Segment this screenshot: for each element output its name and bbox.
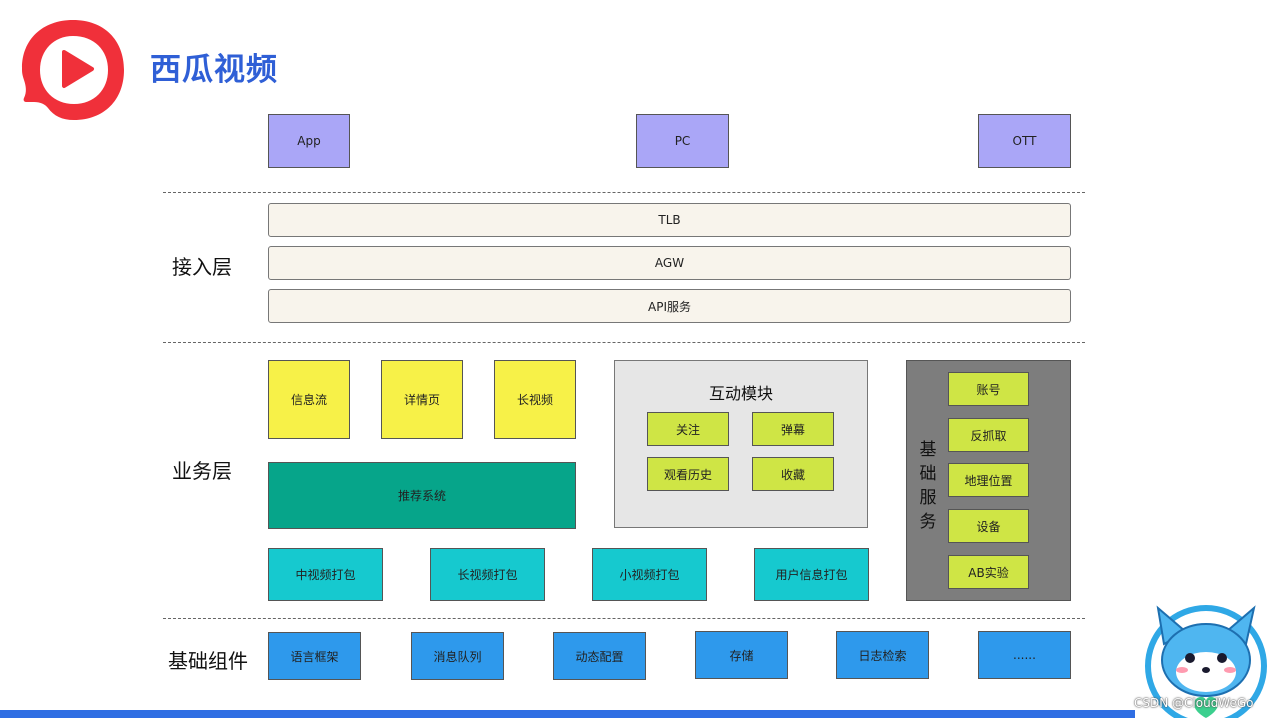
danmaku-box: 弹幕: [752, 412, 834, 446]
client-pc-box: PC: [636, 114, 729, 168]
message-queue-box: 消息队列: [411, 632, 504, 680]
agw-box: AGW: [268, 246, 1071, 280]
follow-box: 关注: [647, 412, 729, 446]
short-video-pack-box: 小视频打包: [592, 548, 707, 601]
bottom-accent-bar: [0, 710, 1135, 718]
client-app-box: App: [268, 114, 350, 168]
business-layer-label: 业务层: [172, 459, 232, 483]
account-box: 账号: [948, 372, 1029, 406]
user-info-pack-box: 用户信息打包: [754, 548, 869, 601]
device-box: 设备: [948, 509, 1029, 543]
xigua-logo-icon: [22, 20, 124, 120]
tlb-box: TLB: [268, 203, 1071, 237]
layer-divider: [163, 192, 1085, 193]
cloudwego-mascot-icon: [1145, 605, 1267, 718]
anti-crawl-box: 反抓取: [948, 418, 1029, 452]
long-video-pack-box: 长视频打包: [430, 548, 545, 601]
long-video-box: 长视频: [494, 360, 576, 439]
favorites-box: 收藏: [752, 457, 834, 491]
layer-divider: [163, 618, 1085, 619]
language-framework-box: 语言框架: [268, 632, 361, 680]
mid-video-pack-box: 中视频打包: [268, 548, 383, 601]
feed-box: 信息流: [268, 360, 350, 439]
layer-divider: [163, 342, 1085, 343]
geo-location-box: 地理位置: [948, 463, 1029, 497]
basic-services-label: 基础服务: [919, 440, 937, 532]
brand-title: 西瓜视频: [150, 52, 278, 88]
watch-history-box: 观看历史: [647, 457, 729, 491]
access-layer-label: 接入层: [172, 255, 232, 279]
dynamic-config-box: 动态配置: [553, 632, 646, 680]
ab-test-box: AB实验: [948, 555, 1029, 589]
foundation-layer-label: 基础组件: [168, 649, 248, 673]
client-ott-box: OTT: [978, 114, 1071, 168]
more-components-box: ......: [978, 631, 1071, 679]
recommendation-system-box: 推荐系统: [268, 462, 576, 529]
log-search-box: 日志检索: [836, 631, 929, 679]
watermark: CSDN @CloudWeGo: [1134, 696, 1254, 710]
interaction-module-title: 互动模块: [708, 384, 773, 403]
detail-page-box: 详情页: [381, 360, 463, 439]
api-service-box: API服务: [268, 289, 1071, 323]
storage-box: 存储: [695, 631, 788, 679]
